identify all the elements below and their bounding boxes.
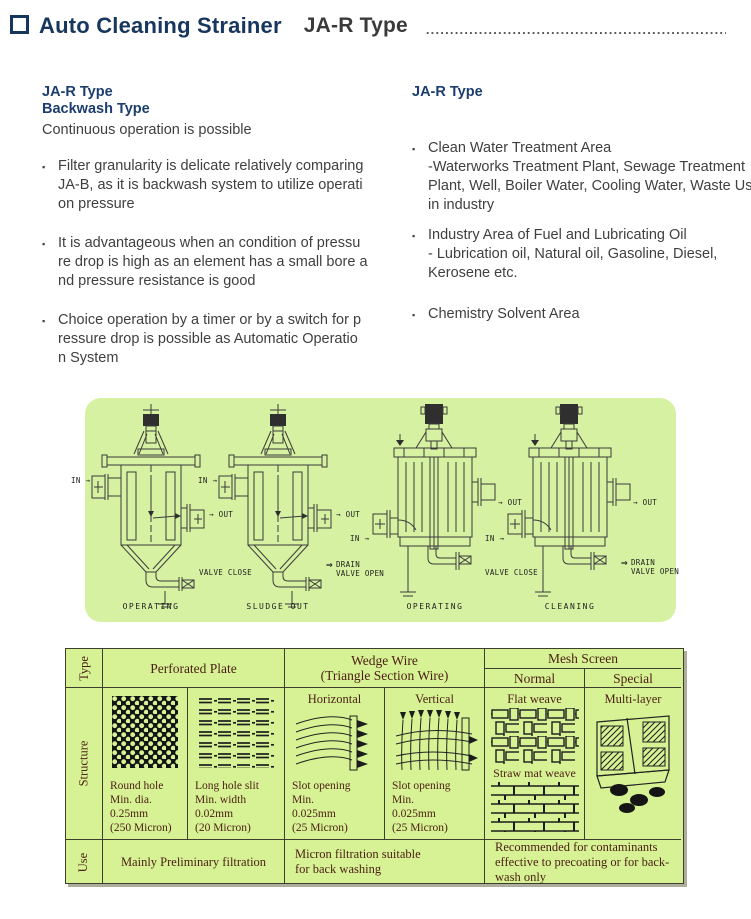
col-header-mesh-special: Special <box>585 669 681 688</box>
bullet-icon: ▪ <box>42 239 46 249</box>
left-heading-backwash: Backwash Type <box>42 101 150 117</box>
row-label-structure: Structure <box>66 688 103 840</box>
bullet-text: Filter granularity is delicate relativel… <box>58 158 364 212</box>
bullet-text: Choice operation by a timer or by a swit… <box>58 312 362 366</box>
page-subtitle: JA-R Type <box>303 14 408 37</box>
out-flow-label: → OUT <box>633 498 658 507</box>
page-header: Auto Cleaning Strainer JA-R Type .......… <box>8 6 748 46</box>
strainer-vessel-b-operating <box>372 403 496 597</box>
use-cell-mesh: Recommended for contaminants effective t… <box>495 840 670 884</box>
drain-arrow-icon: ⇒ <box>621 556 628 569</box>
valve-state-label: VALVE CLOSE <box>199 568 252 577</box>
out-flow-label: → OUT <box>209 510 234 519</box>
bullet-icon: ▪ <box>412 310 416 320</box>
drain-arrow-icon: ⇒ <box>326 558 333 571</box>
structure-cell-mesh-normal: Flat weave Straw mat weave <box>485 688 585 840</box>
left-column: JA-R Type Backwash Type Continuous opera… <box>42 84 377 388</box>
out-flow-label: → OUT <box>336 510 361 519</box>
list-item: ▪ It is advantageous when an condition o… <box>42 234 377 291</box>
straw-mat-weave-pattern <box>490 782 579 832</box>
valve-state-label: VALVE CLOSE <box>485 568 538 577</box>
list-item: ▪ Choice operation by a timer or by a sw… <box>42 311 377 368</box>
bullet-text: Chemistry Solvent Area <box>428 306 580 322</box>
strainer-operation-diagram: IN → → OUT VALVE CLOSE OPERATING IN → → … <box>71 398 680 622</box>
figure-caption: OPERATING <box>406 602 464 611</box>
strainer-vessel-b-cleaning <box>507 403 631 597</box>
wedge-vertical-drawing <box>395 710 478 771</box>
strainer-vessel-a-sludge-out <box>218 404 332 608</box>
dotted-leader: ........................................… <box>425 21 726 37</box>
left-heading-type: JA-R Type <box>42 84 113 100</box>
list-item: ▪ Chemistry Solvent Area <box>412 305 751 325</box>
in-flow-label: IN → <box>71 476 91 485</box>
bullet-icon: ▪ <box>412 144 416 154</box>
col-header-wedge-wire: Wedge Wire(Triangle Section Wire) <box>285 649 485 688</box>
element-structure-table: Type Perforated Plate Wedge Wire(Triangl… <box>65 648 684 884</box>
right-column: JA-R Type ▪ Clean Water Treatment Area -… <box>412 84 751 336</box>
right-bullet-list: ▪ Clean Water Treatment Area -Waterworks… <box>412 139 751 325</box>
in-flow-label: IN → <box>198 476 218 485</box>
use-cell-perforated: Mainly Preliminary filtration <box>103 840 285 884</box>
bullet-text: It is advantageous when an condition of … <box>58 235 368 289</box>
slit-pattern <box>198 696 274 768</box>
bullet-icon: ▪ <box>42 316 46 326</box>
row-label-use: Use <box>66 840 103 884</box>
list-item: ▪ Clean Water Treatment Area -Waterworks… <box>412 139 751 215</box>
right-heading-type: JA-R Type <box>412 84 483 100</box>
left-lead-text: Continuous operation is possible <box>42 122 252 138</box>
wedge-horizontal-drawing <box>295 715 368 771</box>
list-item: ▪ Industry Area of Fuel and Lubricating … <box>412 226 751 283</box>
list-item: ▪ Filter granularity is delicate relativ… <box>42 157 377 214</box>
structure-cell-long-hole-slit: Long hole slit Min. width 0.02mm (20 Mic… <box>188 688 285 840</box>
left-bullet-list: ▪ Filter granularity is delicate relativ… <box>42 157 377 368</box>
square-bullet-icon <box>10 14 29 34</box>
flat-weave-pattern <box>490 708 579 764</box>
bullet-text: Clean Water Treatment Area -Waterworks T… <box>428 140 751 213</box>
col-header-perforated-plate: Perforated Plate <box>103 649 285 688</box>
in-flow-label: IN → <box>350 534 370 543</box>
row-label-type: Type <box>66 649 103 688</box>
bullet-icon: ▪ <box>42 162 46 172</box>
page-title: Auto Cleaning Strainer <box>39 13 282 38</box>
figure-caption: SLUDGE OUT <box>246 602 310 611</box>
structure-cell-wedge-horizontal: Horizontal Slot opening Min. 0.025mm (25… <box>285 688 385 840</box>
structure-cell-round-hole: Round hole Min. dia. 0.25mm (250 Micron) <box>103 688 188 840</box>
structure-cell-multi-layer: Multi-layer <box>585 688 681 840</box>
structure-cell-wedge-vertical: Vertical Slot opening Min. 0.025mm (25 M… <box>385 688 485 840</box>
figure-caption: OPERATING <box>122 602 180 611</box>
col-header-mesh-normal: Normal <box>485 669 585 688</box>
in-flow-label: IN → <box>485 534 505 543</box>
out-flow-label: → OUT <box>498 498 523 507</box>
multi-layer-drawing <box>596 715 670 813</box>
bullet-text: Industry Area of Fuel and Lubricating Oi… <box>428 227 718 281</box>
bullet-icon: ▪ <box>412 231 416 241</box>
round-hole-pattern <box>112 696 178 768</box>
col-header-mesh-screen: Mesh Screen <box>485 649 681 669</box>
figure-caption: CLEANING <box>544 602 596 611</box>
strainer-vessel-a-operating <box>91 404 205 608</box>
use-cell-wedge: Micron filtration suitable for back wash… <box>285 840 485 884</box>
